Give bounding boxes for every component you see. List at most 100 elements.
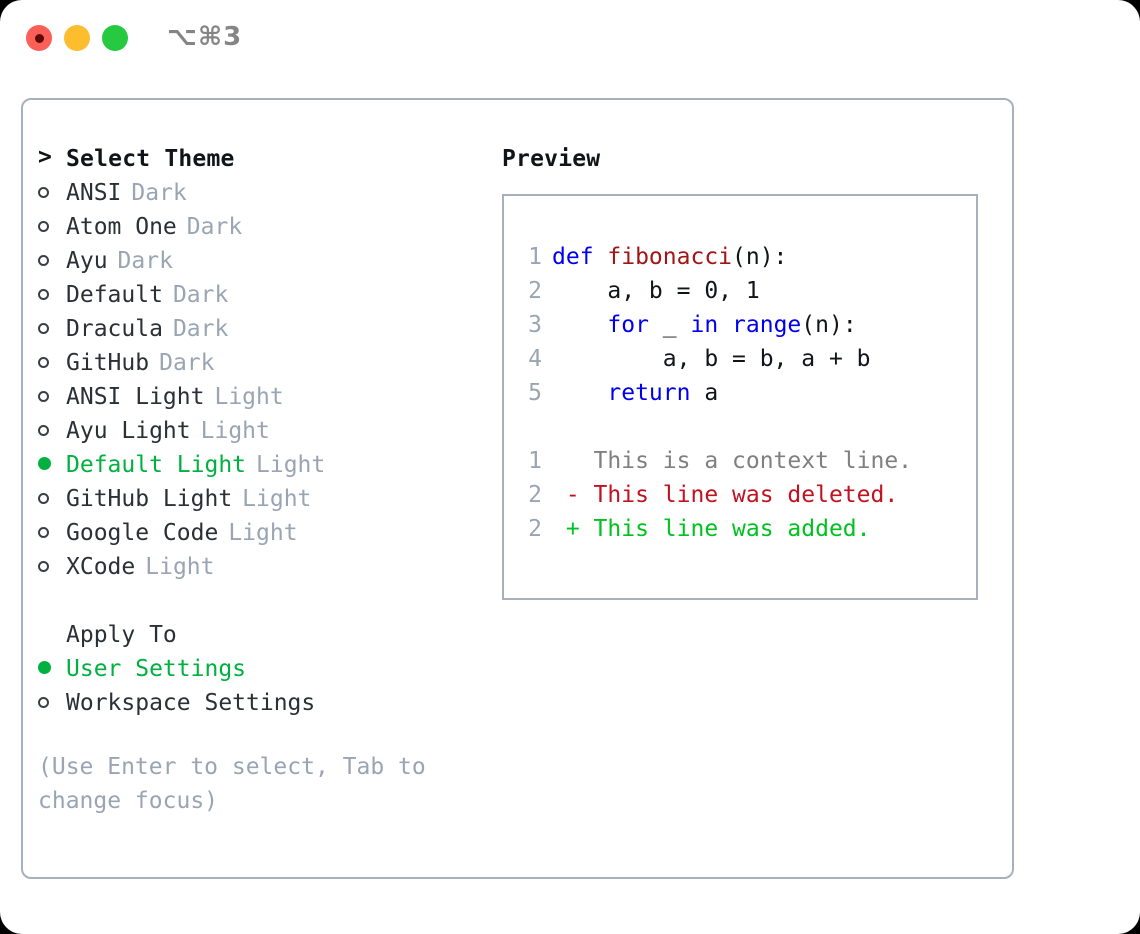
apply-to-section-title: Apply To (38, 622, 488, 656)
keyboard-hint-text: (Use Enter to select, Tab to change focu… (38, 754, 426, 814)
list-spacer (38, 588, 488, 622)
radio-unselected-icon (38, 425, 66, 436)
theme-item-variant-tag: Dark (117, 248, 173, 274)
theme-item-ayu-light[interactable]: Ayu Light Light (38, 418, 488, 452)
theme-item-label: Dracula (66, 316, 163, 342)
line-number: 3 (528, 312, 542, 338)
line-number: 1 (528, 244, 542, 270)
line-number: 5 (528, 380, 542, 406)
code-token: return (607, 380, 691, 406)
theme-item-variant-tag: Light (200, 418, 270, 444)
code-token (552, 312, 607, 338)
radio-unselected-icon (38, 255, 66, 266)
code-token (718, 312, 732, 338)
traffic-lights (26, 25, 128, 51)
theme-item-variant-tag: Dark (131, 180, 187, 206)
caret-icon: > (38, 144, 52, 170)
theme-item-ansi[interactable]: ANSI Dark (38, 180, 488, 214)
code-token: (n): (801, 312, 857, 338)
theme-item-default[interactable]: Default Dark (38, 282, 488, 316)
theme-item-label: Default (66, 282, 163, 308)
theme-item-variant-tag: Dark (159, 350, 215, 376)
theme-item-label: ANSI Light (66, 384, 205, 410)
code-token: a, b = b, a + b (552, 346, 871, 372)
diff-line-text: - This line was deleted. (552, 482, 899, 508)
code-line: 3 for _ in range(n): (520, 308, 912, 342)
heading-label: Select Theme (66, 146, 235, 172)
code-token (552, 380, 607, 406)
theme-item-label: Google Code (66, 520, 219, 546)
theme-item-label: Atom One (66, 214, 177, 240)
radio-unselected-icon (38, 187, 66, 198)
theme-item-label: XCode (66, 554, 136, 580)
code-token: in (690, 312, 719, 338)
select-theme-heading: > Select Theme (38, 146, 488, 180)
radio-unselected-icon (38, 289, 66, 300)
theme-item-google-code[interactable]: Google Code Light (38, 520, 488, 554)
code-token: (n): (732, 244, 788, 270)
code-token: a, b = 0, 1 (552, 278, 760, 304)
preview-heading: Preview (502, 146, 601, 172)
minimize-button[interactable] (64, 25, 90, 51)
theme-item-variant-tag: Light (145, 554, 215, 580)
line-number: 4 (528, 346, 542, 372)
line-number: 2 (528, 278, 542, 304)
line-number: 2 (528, 482, 542, 508)
theme-item-label: GitHub Light (66, 486, 233, 512)
code-token: def (552, 244, 608, 270)
radio-unselected-icon (38, 493, 66, 504)
radio-unselected-icon (38, 697, 66, 708)
theme-item-ayu[interactable]: Ayu Dark (38, 248, 488, 282)
radio-unselected-icon (38, 357, 66, 368)
radio-selected-icon (38, 457, 66, 470)
radio-unselected-icon (38, 561, 66, 572)
radio-unselected-icon (38, 323, 66, 334)
code-token: a (690, 380, 719, 406)
theme-item-variant-tag: Dark (172, 282, 229, 308)
apply-to-option-user-settings[interactable]: User Settings (38, 656, 488, 690)
theme-item-variant-tag: Light (228, 520, 298, 546)
theme-item-label: Ayu (66, 248, 108, 274)
radio-unselected-icon (38, 527, 66, 538)
line-number: 2 (528, 516, 542, 542)
code-token: range (732, 312, 802, 338)
maximize-button[interactable] (102, 25, 128, 51)
keyboard-shortcut-label: ⌥⌘3 (167, 22, 243, 52)
code-line: 4 a, b = b, a + b (520, 342, 912, 376)
code-token: for (607, 312, 649, 338)
theme-item-label: ANSI (66, 180, 122, 206)
line-number: 1 (528, 448, 542, 474)
theme-item-xcode[interactable]: XCode Light (38, 554, 488, 588)
diff-line: 1 This is a context line. (520, 444, 912, 478)
diff-line: 2 + This line was added. (520, 512, 912, 546)
code-token: fibonacci (607, 244, 733, 270)
diff-line-text: This is a context line. (552, 448, 913, 474)
code-line: 5 return a (520, 376, 912, 410)
theme-item-default-light[interactable]: Default Light Light (38, 452, 488, 486)
radio-unselected-icon (38, 391, 66, 402)
code-token: _ (648, 312, 691, 338)
theme-item-label: Ayu Light (66, 418, 191, 444)
close-button[interactable] (26, 25, 52, 51)
apply-to-label: Apply To (66, 622, 177, 648)
radio-selected-icon (38, 661, 66, 674)
diff-line-text: + This line was added. (552, 516, 871, 542)
apply-to-option-workspace-settings[interactable]: Workspace Settings (38, 690, 488, 724)
theme-item-variant-tag: Light (256, 452, 326, 478)
theme-item-label: Default Light (66, 452, 247, 478)
code-line: 1 def fibonacci(n): (520, 240, 912, 274)
title-bar: ⌥⌘3 (0, 0, 1140, 80)
